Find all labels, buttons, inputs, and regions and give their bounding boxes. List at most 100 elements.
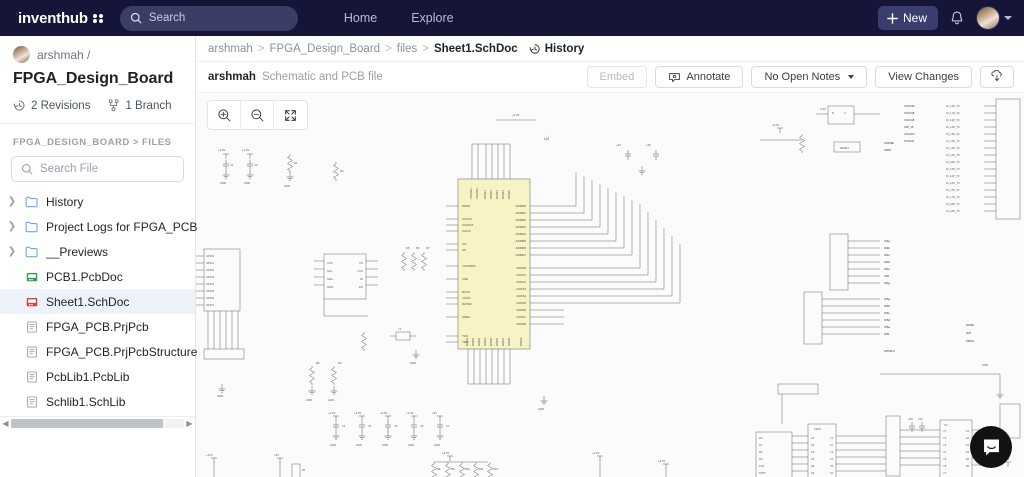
svg-text:GND5: GND5 [489,338,493,346]
svg-text:IO5d: IO5d [884,318,890,322]
svg-text:GND: GND [410,361,416,365]
svg-text:C4: C4 [368,424,372,428]
svg-text:Y1: Y1 [943,429,947,433]
owner-row[interactable]: arshmah / [13,46,182,63]
expand-toggle[interactable]: ❯ [6,221,18,232]
svg-text:IO_L4N_T0: IO_L4N_T0 [946,153,960,157]
new-button[interactable]: New [877,6,938,30]
svg-text:C: C [844,111,846,115]
inventhub-logo[interactable]: inventhub [18,10,104,27]
svg-text:DI: DI [360,277,363,281]
svg-text:nCE: nCE [462,277,468,281]
breadcrumb-separator: > [257,42,265,55]
svg-text:IO5b: IO5b [884,304,890,308]
resistor-network: R1 R2 GND [284,153,344,188]
svg-text:GND: GND [982,363,988,367]
svg-text:Y1: Y1 [830,436,834,440]
logo-dots-icon [92,13,104,23]
schematic-viewer[interactable]: MOSI VCCIO VCCINT VCCA CS CF nCONFIG nCE… [196,94,1024,477]
branch-stat[interactable]: 1 Branch [108,99,171,112]
svg-text:+3.3V: +3.3V [772,123,780,127]
scroll-left-arrow[interactable]: ◀ [2,418,9,428]
notification-bell-icon[interactable] [949,10,965,27]
open-notes-dropdown[interactable]: No Open Notes [751,66,868,88]
svg-text:A5: A5 [966,457,970,461]
svg-text:GND: GND [328,398,334,402]
svg-text:VCCAUX: VCCAUX [904,132,915,136]
svg-text:VCCO15: VCCO15 [904,118,915,122]
svg-text:DO: DO [359,285,364,289]
file-tree-item[interactable]: Schlib1.SchLib [0,389,195,414]
svg-text:GND1: GND1 [465,338,469,346]
zoom-out-button[interactable] [241,101,274,129]
branch-icon [109,99,119,112]
file-tree-item[interactable]: PCB1.PcbDoc [0,264,195,289]
breadcrumb-repo[interactable]: FPGA_Design_Board [269,42,381,55]
breadcrumb-separator: > [422,42,429,55]
svg-text:ADDR7: ADDR7 [516,253,527,257]
revisions-stat[interactable]: 2 Revisions [13,99,90,112]
svg-text:IO_L8P_T0: IO_L8P_T0 [946,202,960,206]
svg-text:U7: U7 [944,423,948,427]
svg-text:Y2: Y2 [830,443,834,447]
svg-text:TCK: TCK [462,334,469,338]
svg-text:IO4b: IO4b [884,246,890,250]
file-tree-item[interactable]: ❯ __Previews [0,239,195,264]
expand-toggle[interactable]: ❯ [6,196,18,207]
breadcrumb-history-link[interactable]: History [529,43,584,55]
breadcrumb-owner[interactable]: arshmah [208,42,253,55]
svg-text:U4: U4 [544,136,550,141]
breadcrumb-folder[interactable]: files [396,42,418,55]
svg-text:R1: R1 [294,161,298,165]
file-tree-item-label: __Previews [46,244,109,259]
file-search-input[interactable]: Search File [11,156,184,182]
chat-widget-button[interactable] [970,426,1012,468]
scrollbar-thumb[interactable] [11,418,164,428]
file-tree-item[interactable]: ❯History [0,189,195,214]
svg-text:CS: CS [462,242,466,246]
chat-bubble-icon [983,438,999,456]
svg-text:Y6: Y6 [830,471,834,475]
user-menu[interactable] [976,6,1012,30]
annotate-button[interactable]: Annotate [655,66,744,88]
svg-text:A1: A1 [811,436,815,440]
svg-text:A1: A1 [966,429,970,433]
svg-text:IO_L3N_T0: IO_L3N_T0 [946,139,960,143]
expand-toggle[interactable]: ❯ [6,245,18,257]
svg-text:GND2: GND2 [471,338,475,346]
search-input[interactable]: Search [119,5,298,31]
zoom-in-button[interactable] [208,101,241,129]
svg-text:DATA2: DATA2 [516,280,526,284]
file-tree-item[interactable]: Sheet1.SchDoc [0,289,195,314]
svg-text:PROG: PROG [966,339,974,343]
svg-text:CDONE: CDONE [884,141,894,145]
history-icon [529,43,540,54]
svg-text:MSEL: MSEL [462,315,471,319]
file-tree-item[interactable]: FPGA_PCB.PrjPcb [0,314,195,339]
owner-name: arshmah / [37,47,91,62]
nav-link-home[interactable]: Home [343,11,378,25]
file-tree-item[interactable]: ❯Project Logs for FPGA_PCB [0,214,198,239]
file-info-bar: arshmah Schematic and PCB file Embed Ann… [196,62,1024,93]
view-changes-button[interactable]: View Changes [875,66,972,88]
nav-right-group: New [877,0,1012,36]
svg-text:3.3V: 3.3V [820,107,826,111]
embed-button[interactable]: Embed [586,66,648,88]
crystal-oscillator: Y1 GND [361,327,420,365]
nav-link-explore[interactable]: Explore [411,11,454,25]
file-tree-item[interactable]: FPGA_PCB.PrjPcbStructure [0,339,197,364]
sidebar-horizontal-scrollbar[interactable]: ◀ ▶ [0,416,195,429]
svg-text:+3.3V: +3.3V [406,411,414,415]
search-icon [130,12,142,24]
svg-text:GND7: GND7 [501,338,505,346]
scroll-right-arrow[interactable]: ▶ [186,418,193,428]
download-button[interactable] [980,66,1014,88]
fullscreen-button[interactable] [274,101,307,129]
chevron-right-icon: ❯ [7,245,17,257]
annotate-button-label: Annotate [686,71,731,83]
svg-text:+3.3V: +3.3V [658,459,666,463]
scrollbar-track[interactable] [11,418,184,428]
file-tree-item[interactable]: PcbLib1.PcbLib [0,364,195,389]
